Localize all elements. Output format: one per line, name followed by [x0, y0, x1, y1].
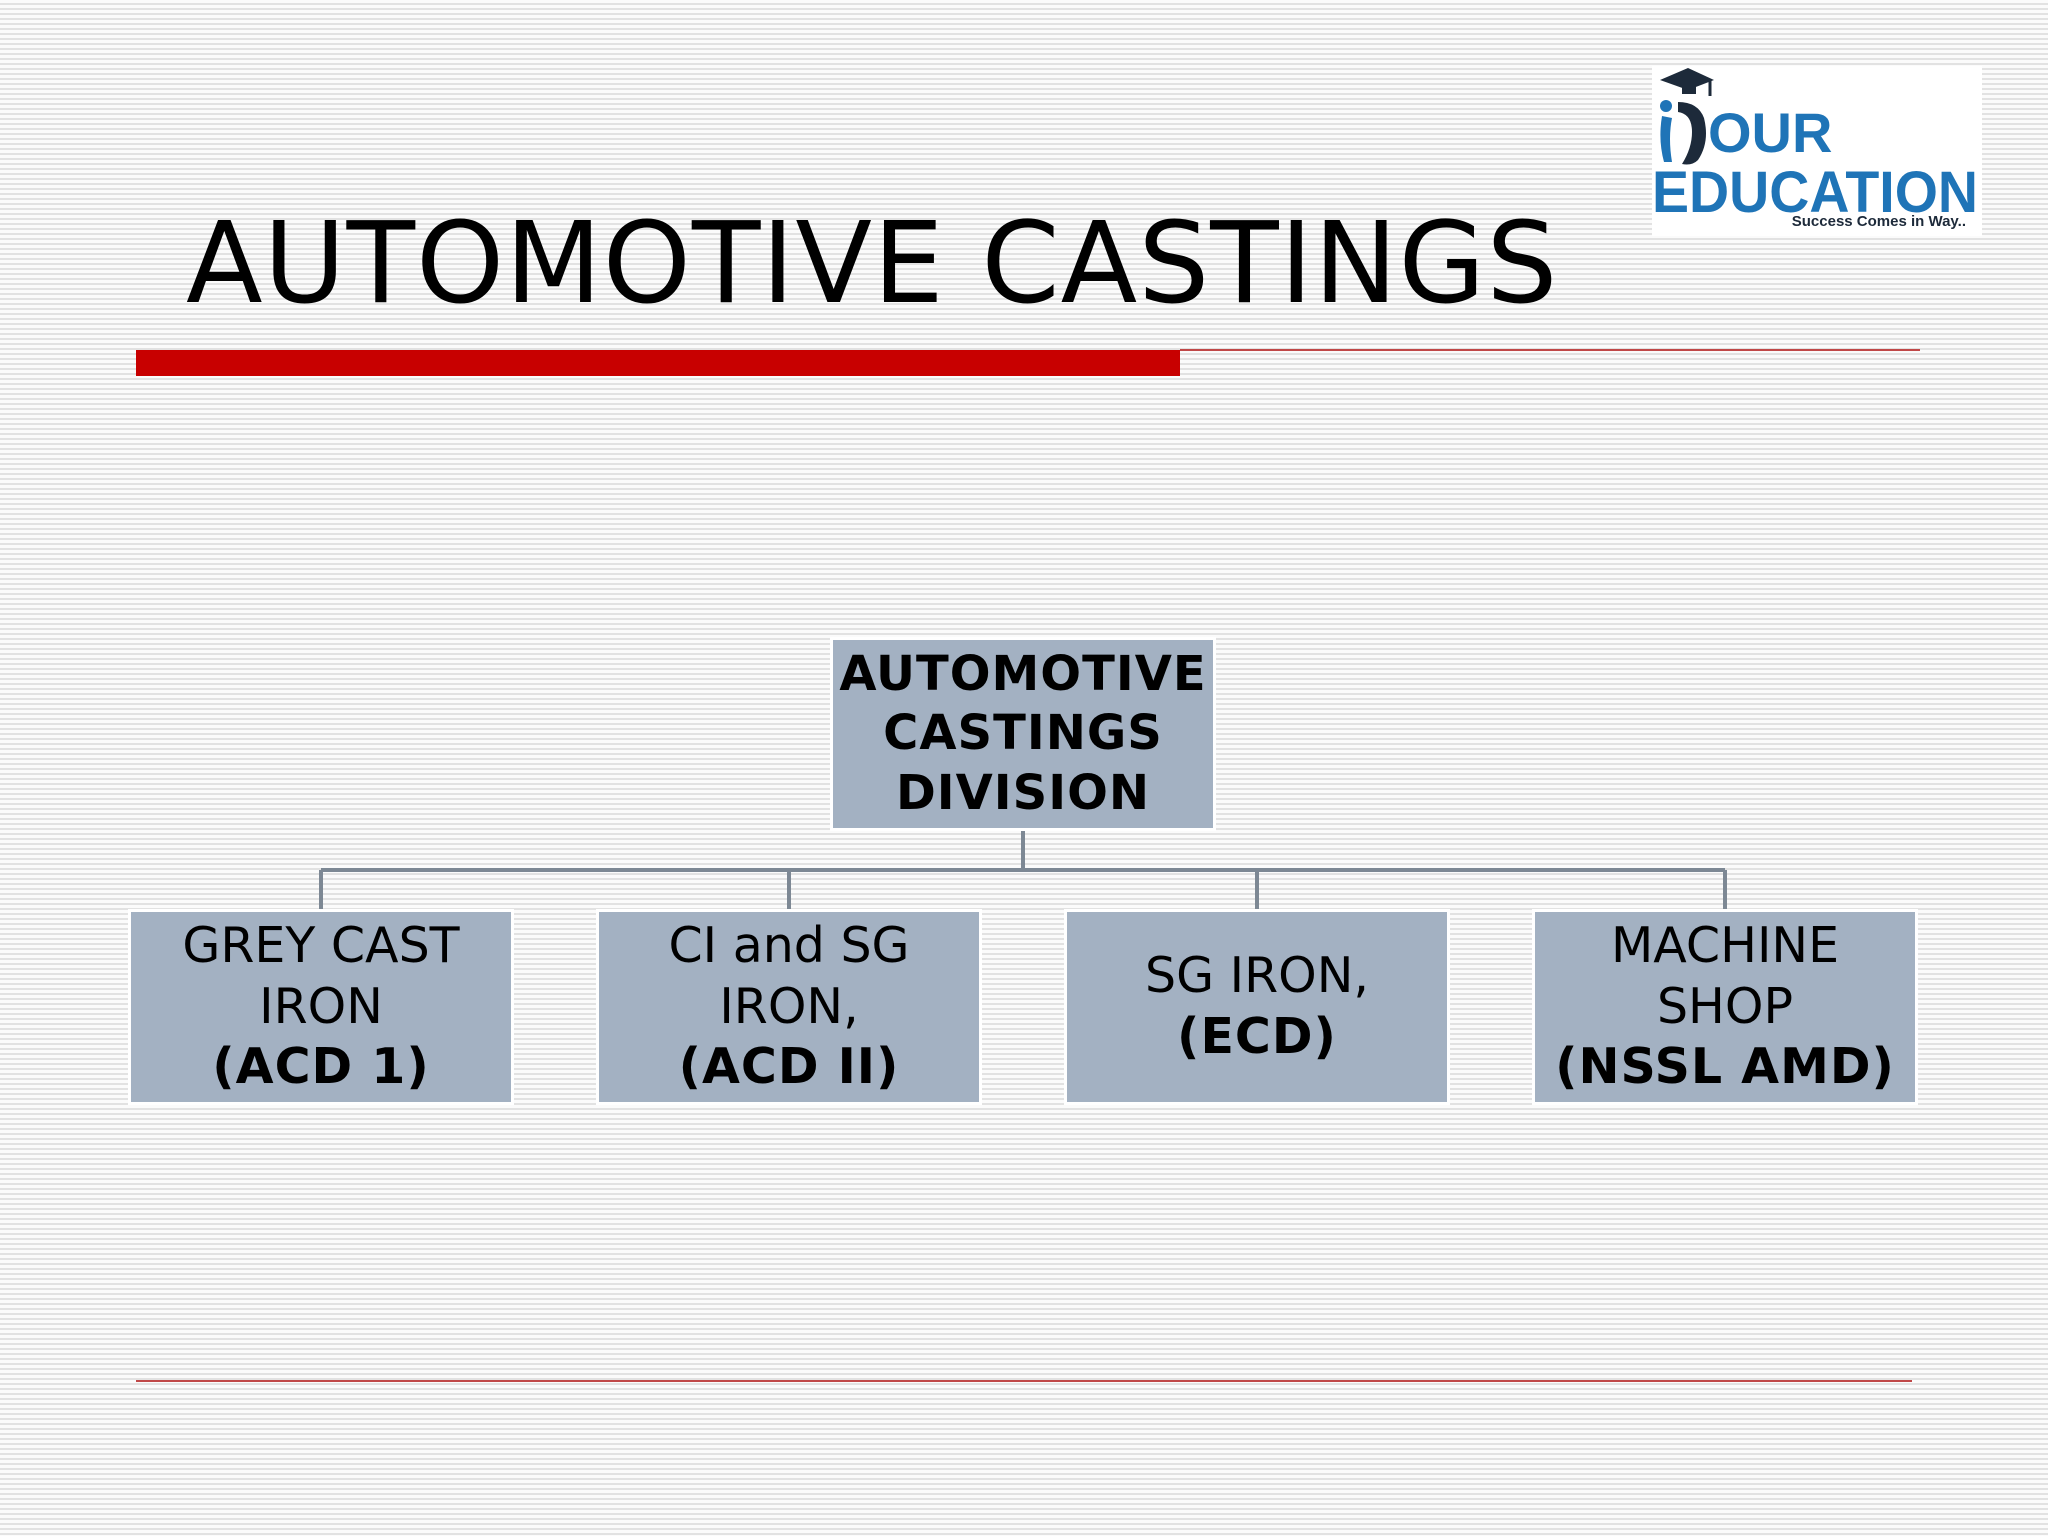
org-child-box-acd2: CI and SG IRON, (ACD II) — [596, 909, 982, 1105]
logo-tagline: Success Comes in Way.. — [1791, 213, 1966, 230]
footer-rule — [136, 1380, 1912, 1382]
org-child-line: IRON, — [719, 977, 859, 1035]
title-underline-thick — [136, 350, 1180, 376]
graduate-cap-icon — [1660, 68, 1714, 165]
org-root-line: AUTOMOTIVE — [839, 645, 1207, 702]
org-child-code: (NSSL AMD) — [1555, 1038, 1895, 1096]
org-child-line: MACHINE — [1610, 916, 1840, 974]
org-root-box: AUTOMOTIVE CASTINGS DIVISION — [830, 637, 1216, 831]
org-child-line: SHOP — [1656, 977, 1794, 1035]
org-child-line: GREY CAST — [182, 916, 460, 974]
org-child-box-ecd: SG IRON, (ECD) — [1064, 909, 1450, 1105]
logo-line2: EDUCATION — [1652, 160, 1978, 225]
logo-line1: OUR — [1708, 101, 1832, 164]
org-child-box-acd1: GREY CAST IRON (ACD 1) — [128, 909, 514, 1105]
our-education-logo: OUR EDUCATION Success Comes in Way.. — [1652, 66, 1982, 236]
org-child-line: IRON — [259, 977, 383, 1035]
org-root-line: CASTINGS — [883, 705, 1163, 762]
org-child-line: SG IRON, — [1145, 947, 1369, 1005]
slide-title: AUTOMOTIVE CASTINGS — [186, 199, 1559, 329]
org-child-box-nssl: MACHINE SHOP (NSSL AMD) — [1532, 909, 1918, 1105]
org-child-code: (ACD 1) — [212, 1038, 430, 1096]
org-root-line: DIVISION — [895, 764, 1151, 821]
org-child-line: CI and SG — [668, 916, 910, 974]
org-child-code: (ACD II) — [678, 1038, 900, 1096]
org-child-code: (ECD) — [1177, 1008, 1337, 1065]
title-underline-thin — [1180, 349, 1920, 351]
logo-graphic: OUR EDUCATION — [1652, 68, 1978, 225]
